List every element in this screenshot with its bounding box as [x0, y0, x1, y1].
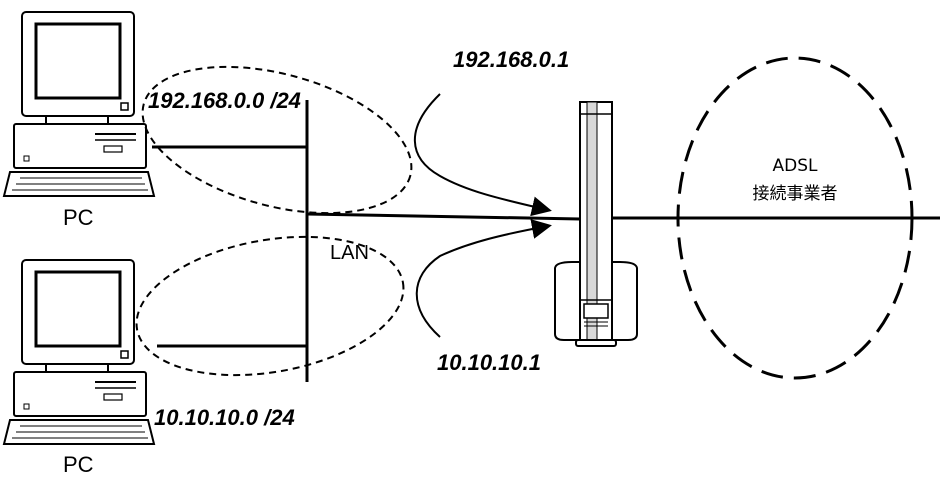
router-ip-top-label: 192.168.0.1: [453, 47, 570, 72]
isp-label-line2: 接続事業者: [752, 184, 838, 204]
lan-router-cable: [306, 212, 581, 221]
pc-bottom-label: PC: [63, 452, 94, 477]
arrow-bottom-icon: [415, 219, 552, 338]
isp-label-line1: ADSL: [772, 156, 818, 176]
subnet-top-ellipse: [141, 65, 413, 215]
subnet-bottom-label: 10.10.10.0 /24: [154, 405, 295, 430]
pc-top-label: PC: [63, 205, 94, 230]
router-ip-bottom-label: 10.10.10.1: [437, 350, 541, 375]
lan-label: LAN: [330, 242, 369, 264]
subnet-bottom-ellipse: [135, 235, 405, 377]
subnet-top-label: 192.168.0.0 /24: [148, 88, 301, 113]
isp-label: ADSL 接続事業者: [735, 152, 855, 208]
isp-ellipse: [676, 56, 914, 380]
router-icon: [554, 101, 638, 347]
pc-top-icon: [2, 11, 156, 197]
pc-bottom-icon: [2, 259, 156, 445]
arrow-top-icon: [413, 93, 552, 217]
